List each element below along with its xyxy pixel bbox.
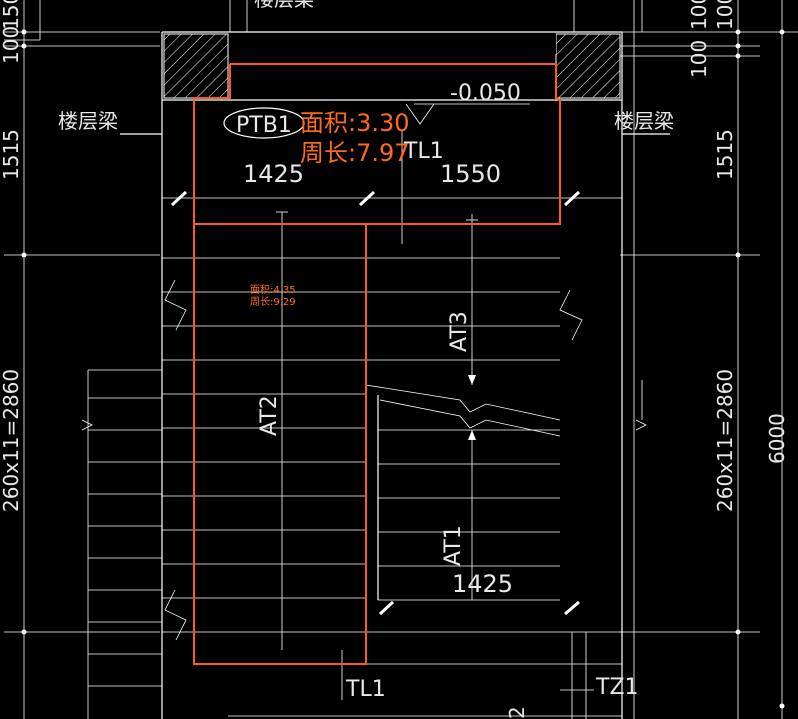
bottom-digit-label: 2	[505, 706, 529, 719]
elevation-marker	[405, 103, 530, 125]
stair-at2-label: AT2	[257, 395, 282, 436]
slab-tag-bubble	[223, 107, 305, 139]
dim-right-100a: 100	[713, 0, 737, 30]
right-dimension-chain	[620, 0, 798, 719]
floor-beam-right: 楼层梁	[614, 109, 674, 133]
floor-beam-left: 楼层梁	[58, 109, 118, 133]
dim-left-2860: 260x11=2860	[0, 369, 23, 512]
area-main-label: 面积:3.30	[300, 109, 410, 137]
dim-right-100b: 100	[687, 40, 711, 78]
dim-right-1515: 1515	[713, 129, 737, 180]
lower-beams	[228, 631, 622, 719]
labels: 楼层梁 楼层梁 楼层梁 -0.050 PTB1 面积:3.30 周长:7.97 …	[58, 0, 674, 719]
dim-total-6000: 6000	[765, 413, 789, 464]
adjacent-stair-left	[87, 369, 162, 719]
width-bottom-label: 1425	[452, 570, 513, 598]
stair-treads	[162, 197, 622, 633]
dim-right-2860: 260x11=2860	[713, 369, 737, 512]
dim-left-100: 100	[0, 26, 23, 64]
stair-at1-label: AT1	[441, 525, 466, 566]
area-small-label: 面积:4.35	[250, 284, 296, 296]
dim-left-1515: 1515	[0, 129, 23, 180]
top-partial-label: 楼层梁	[254, 0, 314, 11]
stair-at3-label: AT3	[447, 311, 472, 352]
hatched-columns	[163, 33, 621, 99]
flight-arrows	[276, 130, 478, 650]
elevation-label: -0.050	[450, 81, 521, 106]
left-dimension-chain	[4, 0, 160, 719]
slab-tag: PTB1	[236, 113, 292, 138]
beam-tl1-top: TL1	[403, 139, 444, 164]
width-right-label: 1550	[440, 160, 501, 188]
measured-area-outline	[193, 63, 561, 665]
column-tz1-label: TZ1	[595, 675, 639, 700]
perimeter-small-label: 周长:9.29	[250, 296, 296, 308]
beam-tl1-bottom: TL1	[345, 677, 386, 702]
dimension-labels: 150 100 1515 260x11=2860 100 100 100 151…	[0, 0, 789, 512]
dim-right-100c: 100	[687, 0, 711, 30]
wall-lines	[120, 0, 670, 719]
stair-divider	[365, 224, 561, 664]
dim-left-150: 150	[0, 0, 23, 30]
perimeter-main-label: 周长:7.97	[300, 139, 410, 167]
break-ticks	[170, 190, 581, 616]
break-lines	[81, 279, 647, 641]
width-left-label: 1425	[243, 160, 304, 188]
